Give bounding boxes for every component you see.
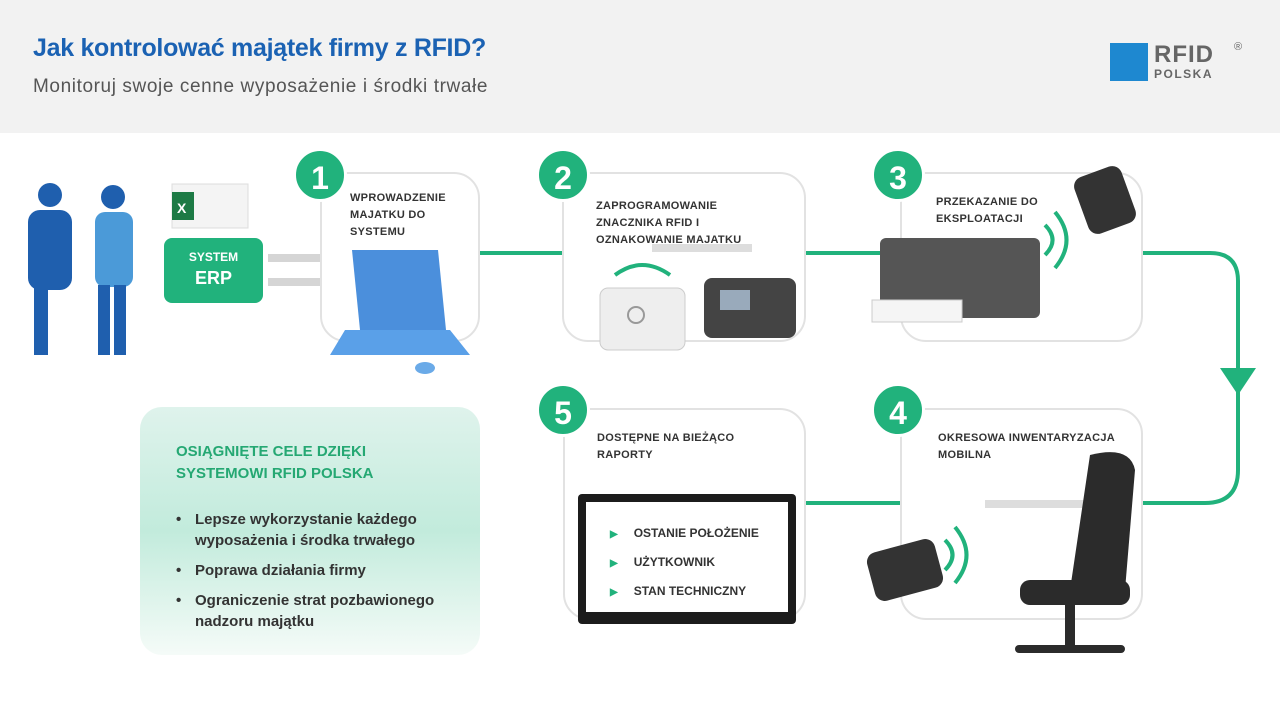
step-2-number: 2 <box>536 148 590 202</box>
step-1-number: 1 <box>293 148 347 202</box>
erp-line1: SYSTEM <box>188 250 239 264</box>
step-4-card: OKRESOWA INWENTARYZACJA MOBILNA <box>900 408 1143 620</box>
step-4-number: 4 <box>871 383 925 437</box>
goal-item: Ograniczenie strat pozbawionego nadzoru … <box>176 590 476 632</box>
step-1-card: WPROWADZENIE MAJATKU DO SYSTEMU <box>320 172 480 342</box>
header-band: Jak kontrolować majątek firmy z RFID? Mo… <box>0 0 1280 133</box>
step-5-label: DOSTĘPNE NA BIEŻĄCO RAPORTY <box>597 432 735 461</box>
goals-list: Lepsze wykorzystanie każdego wyposażenia… <box>176 509 476 641</box>
erp-system-box: SYSTEM ERP <box>164 238 263 303</box>
logo-sub: POLSKA <box>1154 67 1214 81</box>
goals-heading: OSIĄGNIĘTE CELE DZIĘKI SYSTEMOWI RFID PO… <box>176 443 374 482</box>
logo-registered: ® <box>1234 41 1243 53</box>
goal-item: Lepsze wykorzystanie każdego wyposażenia… <box>176 509 476 551</box>
play-triangle-icon: ▶ <box>610 529 618 540</box>
goals-panel: OSIĄGNIĘTE CELE DZIĘKI SYSTEMOWI RFID PO… <box>140 407 480 655</box>
report-item: ▶OSTANIE POŁOŻENIE <box>610 526 759 540</box>
play-triangle-icon: ▶ <box>610 587 618 598</box>
step-3-label: PRZEKAZANIE DO EKSPLOATACJI <box>936 196 1038 225</box>
logo-name: RFID <box>1154 41 1214 68</box>
step-5-number: 5 <box>536 383 590 437</box>
arrow-down-icon <box>1220 368 1256 395</box>
goal-item: Poprawa działania firmy <box>176 560 476 581</box>
page-title: Jak kontrolować majątek firmy z RFID? <box>33 34 486 62</box>
people-illustration <box>28 183 133 355</box>
monitor-report: ▶OSTANIE POŁOŻENIE ▶UŻYTKOWNIK ▶STAN TEC… <box>578 494 796 624</box>
rfid-polska-logo: RFID ® POLSKA <box>1110 41 1250 83</box>
report-item: ▶UŻYTKOWNIK <box>610 555 716 569</box>
step-2-card: ZAPROGRAMOWANIE ZNACZNIKA RFID I OZNAKOW… <box>562 172 806 342</box>
erp-line2: ERP <box>194 268 232 288</box>
step-3-card: PRZEKAZANIE DO EKSPLOATACJI <box>900 172 1143 342</box>
svg-text:X: X <box>177 200 187 216</box>
play-triangle-icon: ▶ <box>610 558 618 569</box>
step-2-label: ZAPROGRAMOWANIE ZNACZNIKA RFID I OZNAKOW… <box>596 200 742 246</box>
step-3-number: 3 <box>871 148 925 202</box>
report-item: ▶STAN TECHNICZNY <box>610 584 747 598</box>
step-1-label: WPROWADZENIE MAJATKU DO SYSTEMU <box>350 192 446 238</box>
step-4-label: OKRESOWA INWENTARYZACJA MOBILNA <box>938 432 1115 461</box>
page-subtitle: Monitoruj swoje cenne wyposażenie i środ… <box>33 76 488 97</box>
logo-circuit-icon <box>1110 43 1148 81</box>
